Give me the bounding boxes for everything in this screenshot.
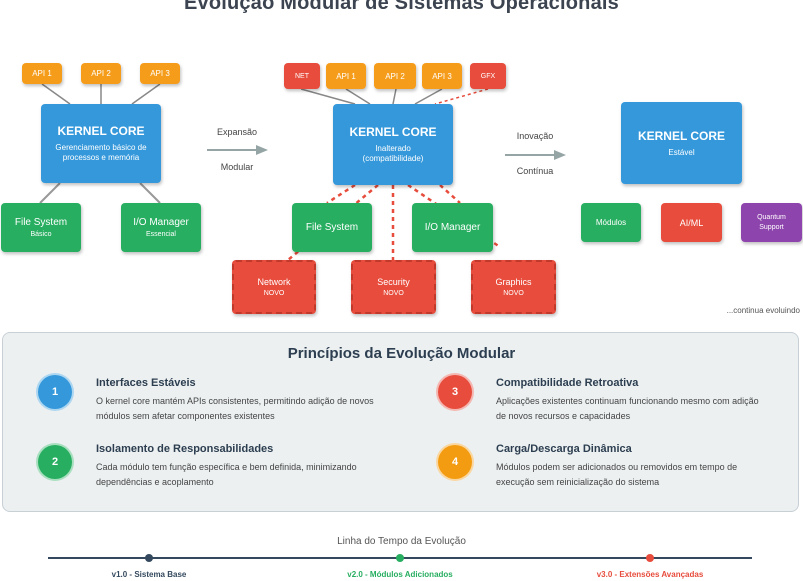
timeline-marker-v1 xyxy=(145,554,153,562)
io-manager-module-v1: I/O Manager Essencial xyxy=(121,203,201,252)
module-new-badge: NOVO xyxy=(383,290,404,297)
principles-title: Princípios da Evolução Modular xyxy=(287,345,516,362)
gfx-badge: GFX xyxy=(470,63,506,89)
graphics-module: Graphics NOVO xyxy=(471,260,556,314)
timeline-title: Linha do Tempo da Evolução xyxy=(337,536,466,547)
principle-description: Aplicações existentes continuam funciona… xyxy=(496,396,759,421)
principle-heading: Interfaces Estáveis xyxy=(96,377,196,389)
api-1-badge: API 1 xyxy=(22,63,62,84)
arrow2-bottom-label: Contínua xyxy=(516,166,554,176)
kernel-core-v1: KERNEL CORE Gerenciamento básico de proc… xyxy=(41,104,161,183)
api-2-badge: API 2 xyxy=(374,63,416,89)
module-sub: Básico xyxy=(30,231,52,238)
module-sub: Essencial xyxy=(146,231,176,238)
api-3-badge: API 3 xyxy=(140,63,180,84)
module-name: File System xyxy=(14,217,68,228)
principle-4-badge: 4 xyxy=(436,443,474,481)
security-module: Security NOVO xyxy=(351,260,436,314)
module-new-badge: NOVO xyxy=(263,290,285,297)
module-name: Security xyxy=(377,277,410,287)
arrow1-top-label: Expansão xyxy=(216,127,258,137)
principle-description: Cada módulo tem função específica e bem … xyxy=(96,462,357,487)
file-system-module-v2: File System xyxy=(292,203,372,252)
principle-1-badge: 1 xyxy=(36,373,74,411)
principle-4: Carga/Descarga Dinâmica Módulos podem se… xyxy=(496,443,786,490)
kernel-core-v3: KERNEL CORE Estável xyxy=(621,102,742,184)
kernel-subtitle: Inalterado (compatibilidade) xyxy=(362,144,424,163)
continues-evolving-note: ...continua evoluindo xyxy=(726,306,800,315)
module-name: Graphics xyxy=(495,277,532,287)
network-module: Network NOVO xyxy=(232,260,316,314)
module-name: Módulos xyxy=(595,218,627,227)
api-3-badge: API 3 xyxy=(422,63,462,89)
net-badge: NET xyxy=(284,63,320,89)
page-title: Evolução Modular de Sistemas Operacionai… xyxy=(183,0,619,14)
io-manager-module-v2: I/O Manager xyxy=(412,203,493,252)
principle-description: O kernel core mantém APIs consistentes, … xyxy=(96,396,374,421)
principle-heading: Isolamento de Responsabilidades xyxy=(96,443,274,455)
api-2-badge: API 2 xyxy=(81,63,121,84)
kernel-title: KERNEL CORE xyxy=(57,124,145,138)
kernel-title: KERNEL CORE xyxy=(637,128,726,143)
arrow2-top-label: Inovação xyxy=(516,131,554,141)
timeline-label-v1: v1.0 - Sistema Base xyxy=(111,570,187,579)
module-name: I/O Manager xyxy=(424,222,481,233)
timeline-label-v3: v3.0 - Extensões Avançadas xyxy=(596,570,704,579)
timeline-marker-v2 xyxy=(396,554,404,562)
kernel-core-v2: KERNEL CORE Inalterado (compatibilidade) xyxy=(333,104,453,185)
module-name: AI/ML xyxy=(679,217,704,228)
module-name: Network xyxy=(257,277,291,287)
timeline-track xyxy=(48,554,752,562)
file-system-module-v1: File System Básico xyxy=(1,203,81,252)
principle-3-badge: 3 xyxy=(436,373,474,411)
quantum-support-box: Quantum Support xyxy=(741,203,802,242)
api-1-badge: API 1 xyxy=(326,63,366,89)
module-name: I/O Manager xyxy=(133,217,189,228)
arrow1-bottom-label: Modular xyxy=(220,162,254,172)
principle-2: Isolamento de Responsabilidades Cada mód… xyxy=(96,443,416,490)
principles-panel xyxy=(2,332,799,512)
principle-1: Interfaces Estáveis O kernel core mantém… xyxy=(96,377,416,424)
timeline-marker-v3 xyxy=(646,554,654,562)
principle-3: Compatibilidade Retroativa Aplicações ex… xyxy=(496,377,786,424)
timeline-label-v2: v2.0 - Módulos Adicionados xyxy=(347,570,453,579)
principle-heading: Carga/Descarga Dinâmica xyxy=(496,443,632,455)
modules-box: Módulos xyxy=(581,203,641,242)
kernel-subtitle: Estável xyxy=(668,147,695,157)
principle-heading: Compatibilidade Retroativa xyxy=(496,377,639,389)
kernel-title: KERNEL CORE xyxy=(349,125,437,139)
module-new-badge: NOVO xyxy=(503,290,524,297)
principle-description: Módulos podem ser adicionados ou removid… xyxy=(496,462,738,487)
module-name: Quantum Support xyxy=(757,213,786,231)
kernel-subtitle: Gerenciamento básico de processos e memó… xyxy=(55,143,147,162)
principle-2-badge: 2 xyxy=(36,443,74,481)
ai-ml-box: AI/ML xyxy=(661,203,722,242)
module-name: File System xyxy=(305,222,359,233)
